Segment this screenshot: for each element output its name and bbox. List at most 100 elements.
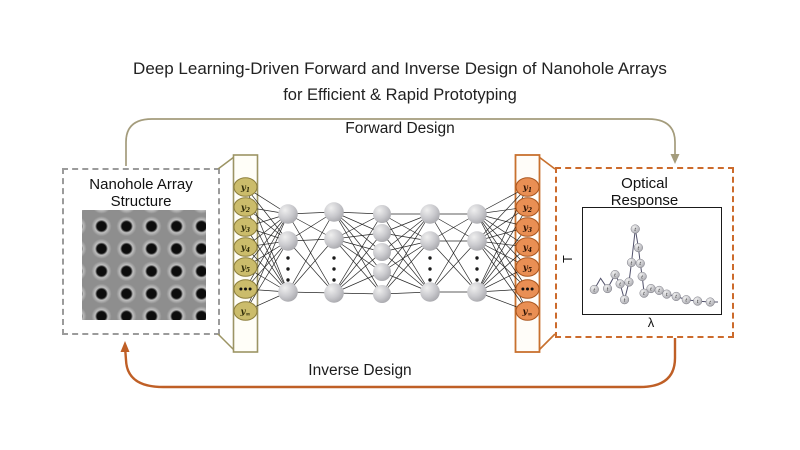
data-point-label: t <box>619 282 621 288</box>
data-point-marker <box>610 270 620 280</box>
forward-design-label: Forward Design <box>345 120 455 137</box>
connection-line <box>381 232 431 242</box>
connection-line <box>245 240 289 312</box>
hidden-ellipsis-icon <box>475 256 479 260</box>
input-node-label: y2 <box>240 203 250 214</box>
data-point-label: t <box>614 272 616 278</box>
output-node-label: y5 <box>522 263 532 274</box>
connection-line <box>476 213 528 312</box>
data-point-label: t <box>685 298 687 304</box>
connection-line <box>476 240 528 290</box>
data-point-label: t <box>650 286 652 292</box>
output-node-label: y3 <box>522 223 532 234</box>
input-ellipsis-icon <box>239 287 243 291</box>
output-node <box>515 257 540 277</box>
inverse-design-label: Inverse Design <box>308 362 412 379</box>
connection-line <box>333 238 383 273</box>
data-point-marker <box>637 271 647 281</box>
hidden-node <box>467 204 487 224</box>
connection-line <box>381 240 431 295</box>
connection-line <box>287 240 335 294</box>
connection-line <box>381 240 431 273</box>
connection-line <box>476 206 528 242</box>
hidden-ellipsis-icon <box>428 267 432 271</box>
connection-line <box>381 232 431 293</box>
data-point-label: t <box>709 300 711 306</box>
data-point-marker <box>671 291 681 301</box>
output-node <box>515 217 540 237</box>
t-axis-label: T <box>561 255 575 263</box>
response-box: Optical Response <box>555 167 734 338</box>
data-point-label: t <box>593 287 595 293</box>
output-node-label: y4 <box>522 243 532 254</box>
connection-line <box>476 240 528 268</box>
connection-line <box>476 213 528 268</box>
hidden-node <box>373 285 391 303</box>
connection-line <box>245 186 289 242</box>
input-node <box>233 279 258 299</box>
connection-line <box>245 213 289 312</box>
connection-line <box>381 271 431 293</box>
hidden-node <box>420 204 440 224</box>
hidden-ellipsis-icon <box>475 267 479 271</box>
connection-line <box>476 206 528 215</box>
connection-line <box>287 238 335 242</box>
hidden-node <box>420 231 440 251</box>
data-point-marker <box>654 285 664 295</box>
hidden-node <box>278 282 298 302</box>
data-point-label: t <box>658 288 660 294</box>
hidden-node <box>467 231 487 251</box>
input-node <box>233 237 258 257</box>
hidden-ellipsis-icon <box>332 267 336 271</box>
forward-arrowhead-icon <box>670 154 680 164</box>
output-node <box>515 197 540 217</box>
connection-line <box>476 186 528 215</box>
input-node <box>233 301 258 321</box>
connection-line <box>381 213 431 242</box>
data-point-marker <box>619 295 630 305</box>
connection-line <box>381 240 431 253</box>
connection-line <box>429 240 478 293</box>
connection-line <box>245 206 289 293</box>
connection-line <box>476 213 528 248</box>
data-point-label: t <box>637 245 639 251</box>
data-point-marker <box>626 257 637 268</box>
data-point-marker <box>615 279 625 289</box>
connection-line <box>476 186 528 242</box>
data-point-marker <box>705 297 715 307</box>
input-funnel-bottom <box>217 333 235 351</box>
data-point-marker <box>662 289 672 299</box>
data-point-marker <box>633 243 643 253</box>
input-ellipsis-icon <box>248 287 252 291</box>
response-box-title: Optical Response <box>557 175 732 210</box>
connection-line <box>245 186 289 293</box>
connection-line <box>476 288 528 293</box>
connection-line <box>245 206 289 215</box>
data-point-label: t <box>631 260 633 266</box>
connection-line <box>333 232 383 294</box>
data-point-marker <box>624 277 634 287</box>
hidden-ellipsis-icon <box>332 278 336 282</box>
data-point-label: t <box>607 286 609 292</box>
connection-line <box>429 213 478 242</box>
title-line-2: for Efficient & Rapid Prototyping <box>283 86 517 104</box>
input-funnel-top <box>217 156 235 170</box>
connection-line <box>381 213 431 273</box>
output-layer-panel <box>514 154 541 353</box>
connection-line <box>333 213 383 294</box>
connection-line <box>287 211 335 242</box>
connection-line <box>476 213 528 228</box>
data-point-marker <box>602 283 613 294</box>
hidden-node <box>373 243 391 261</box>
input-node <box>233 257 258 277</box>
hidden-node <box>373 224 391 242</box>
input-node-label: y4 <box>240 243 250 254</box>
title-line-1: Deep Learning-Driven Forward and Inverse… <box>133 59 667 78</box>
data-point-label: t <box>641 274 643 280</box>
connection-line <box>476 206 528 293</box>
connection-line <box>476 291 528 312</box>
input-ellipsis-icon <box>244 287 247 291</box>
